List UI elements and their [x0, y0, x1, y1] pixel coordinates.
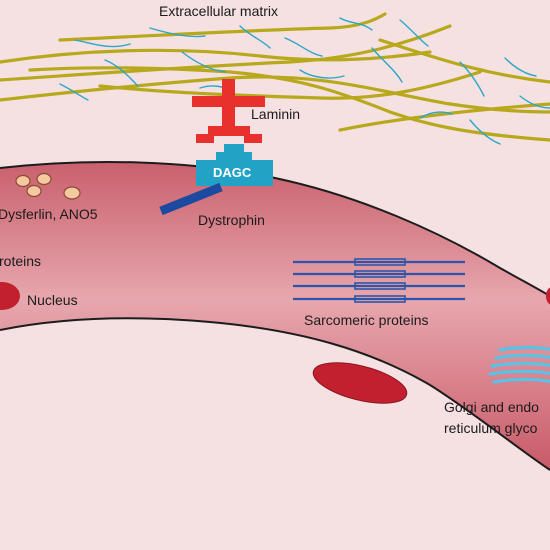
collagen-fibres — [0, 12, 550, 142]
label-dysferlin-ano5: Dysferlin, ANO5 — [0, 206, 98, 222]
fibril — [284, 37, 323, 57]
label-golgi-line-1: Golgi and endo — [444, 399, 539, 415]
label-nucleus: Nucleus — [27, 292, 78, 308]
fiber-upper-membrane — [0, 161, 550, 297]
collagen-fibre — [98, 70, 482, 100]
label-golgi-line-2: reticulum glyco — [444, 420, 538, 436]
fibril — [339, 17, 373, 31]
collagen-fibre — [58, 12, 387, 42]
vesicles — [15, 172, 81, 200]
fibril — [149, 27, 206, 38]
muscle-fiber — [0, 162, 550, 470]
fibril — [74, 39, 131, 48]
dagc-complex-icon — [196, 144, 273, 186]
fibril — [399, 19, 429, 47]
label-dagc: DAGC — [213, 165, 252, 180]
nucleus-bottom — [312, 362, 408, 404]
vesicle — [36, 172, 52, 186]
label-proteins: roteins — [0, 253, 42, 269]
label-dystrophin: Dystrophin — [198, 212, 265, 228]
fiber-lower-membrane — [0, 317, 550, 471]
label-sarcomeric-proteins: Sarcomeric proteins — [304, 312, 429, 328]
fibril — [504, 57, 537, 77]
nucleus-left — [0, 282, 20, 310]
laminin-icon — [192, 79, 265, 143]
fibril — [469, 119, 501, 145]
label-extracellular-matrix: Extracellular matrix — [159, 3, 279, 19]
fibril — [59, 83, 89, 101]
label-laminin: Laminin — [251, 106, 301, 122]
fibril — [419, 111, 453, 119]
collagen-fibre — [338, 102, 550, 132]
fibril — [104, 59, 139, 87]
vesicle — [26, 184, 42, 198]
fibrils — [59, 17, 550, 145]
sarcomere-icon — [293, 258, 465, 303]
dystrophin-icon — [159, 182, 223, 216]
collagen-fibre — [378, 38, 550, 84]
fibril — [181, 51, 226, 73]
fibril — [371, 47, 403, 83]
vesicle — [15, 174, 31, 188]
vesicle — [63, 186, 81, 200]
fibril — [239, 25, 271, 49]
collagen-fibre — [28, 66, 550, 142]
fibril — [519, 95, 550, 109]
nucleus-right — [546, 287, 550, 305]
fibril — [299, 69, 345, 79]
collagen-fibre — [0, 24, 452, 82]
fibril — [459, 61, 485, 97]
golgi-icon — [488, 345, 550, 384]
